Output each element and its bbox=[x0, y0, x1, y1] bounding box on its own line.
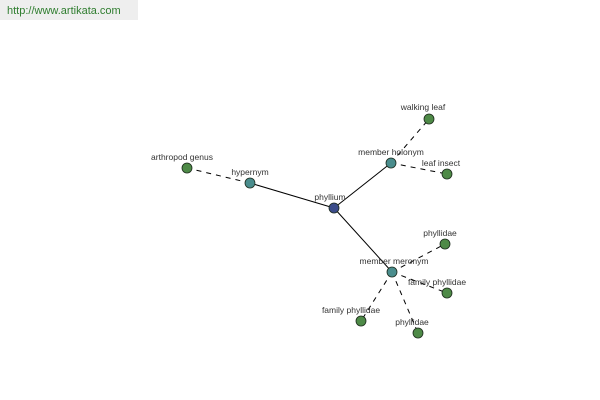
node-leaf-insect[interactable]: leaf insect bbox=[422, 158, 461, 180]
node-label-arthropod-genus[interactable]: arthropod genus bbox=[151, 152, 213, 162]
node-label-family-phyllidae-1[interactable]: family phyllidae bbox=[408, 277, 466, 287]
node-label-member-holonym[interactable]: member holonym bbox=[358, 147, 424, 157]
edge-hypernym-arthropod-genus bbox=[186, 167, 251, 184]
node-phyllidae-1[interactable]: phyllidae bbox=[423, 228, 457, 250]
node-label-family-phyllidae-2[interactable]: family phyllidae bbox=[322, 305, 380, 315]
node-label-phyllium[interactable]: phyllium bbox=[314, 192, 345, 202]
node-walking-leaf[interactable]: walking leaf bbox=[400, 102, 446, 125]
node-label-phyllidae-2[interactable]: phyllidae bbox=[395, 317, 429, 327]
node-marker-arthropod-genus[interactable] bbox=[181, 162, 193, 174]
node-marker-family-phyllidae-1[interactable] bbox=[441, 287, 453, 299]
edge-phyllium-member-meronym bbox=[333, 207, 393, 273]
node-family-phyllidae-1[interactable]: family phyllidae bbox=[408, 277, 466, 299]
node-marker-phyllidae-2[interactable] bbox=[412, 327, 424, 339]
node-phyllidae-2[interactable]: phyllidae bbox=[395, 317, 429, 339]
node-hypernym[interactable]: hypernym bbox=[231, 167, 269, 189]
source-url[interactable]: http://www.artikata.com bbox=[0, 0, 138, 20]
node-marker-member-holonym[interactable] bbox=[385, 157, 397, 169]
node-arthropod-genus[interactable]: arthropod genus bbox=[151, 152, 213, 174]
graph-edges bbox=[186, 118, 448, 334]
node-family-phyllidae-2[interactable]: family phyllidae bbox=[322, 305, 380, 327]
node-marker-phyllium[interactable] bbox=[328, 202, 340, 214]
node-label-walking-leaf[interactable]: walking leaf bbox=[400, 102, 446, 112]
graph-nodes: phyllium hypernym member holonym member mer… bbox=[151, 102, 466, 339]
node-phyllium[interactable]: phyllium bbox=[314, 192, 346, 214]
edge-phyllium-member-holonym bbox=[333, 162, 392, 209]
node-marker-hypernym[interactable] bbox=[244, 177, 256, 189]
node-marker-phyllidae-1[interactable] bbox=[439, 238, 451, 250]
node-marker-walking-leaf[interactable] bbox=[423, 113, 435, 125]
node-label-leaf-insect[interactable]: leaf insect bbox=[422, 158, 461, 168]
node-label-phyllidae-1[interactable]: phyllidae bbox=[423, 228, 457, 238]
node-marker-member-meronym[interactable] bbox=[386, 266, 398, 278]
node-member-meronym[interactable]: member meronym bbox=[360, 256, 429, 278]
edge-phyllium-hypernym bbox=[249, 182, 335, 209]
node-member-holonym[interactable]: member holonym bbox=[358, 147, 424, 169]
edge-member-meronym-phyllidae-2 bbox=[391, 271, 419, 334]
node-label-hypernym[interactable]: hypernym bbox=[231, 167, 268, 177]
node-marker-leaf-insect[interactable] bbox=[441, 168, 453, 180]
node-label-member-meronym[interactable]: member meronym bbox=[360, 256, 429, 266]
node-marker-family-phyllidae-2[interactable] bbox=[355, 315, 367, 327]
